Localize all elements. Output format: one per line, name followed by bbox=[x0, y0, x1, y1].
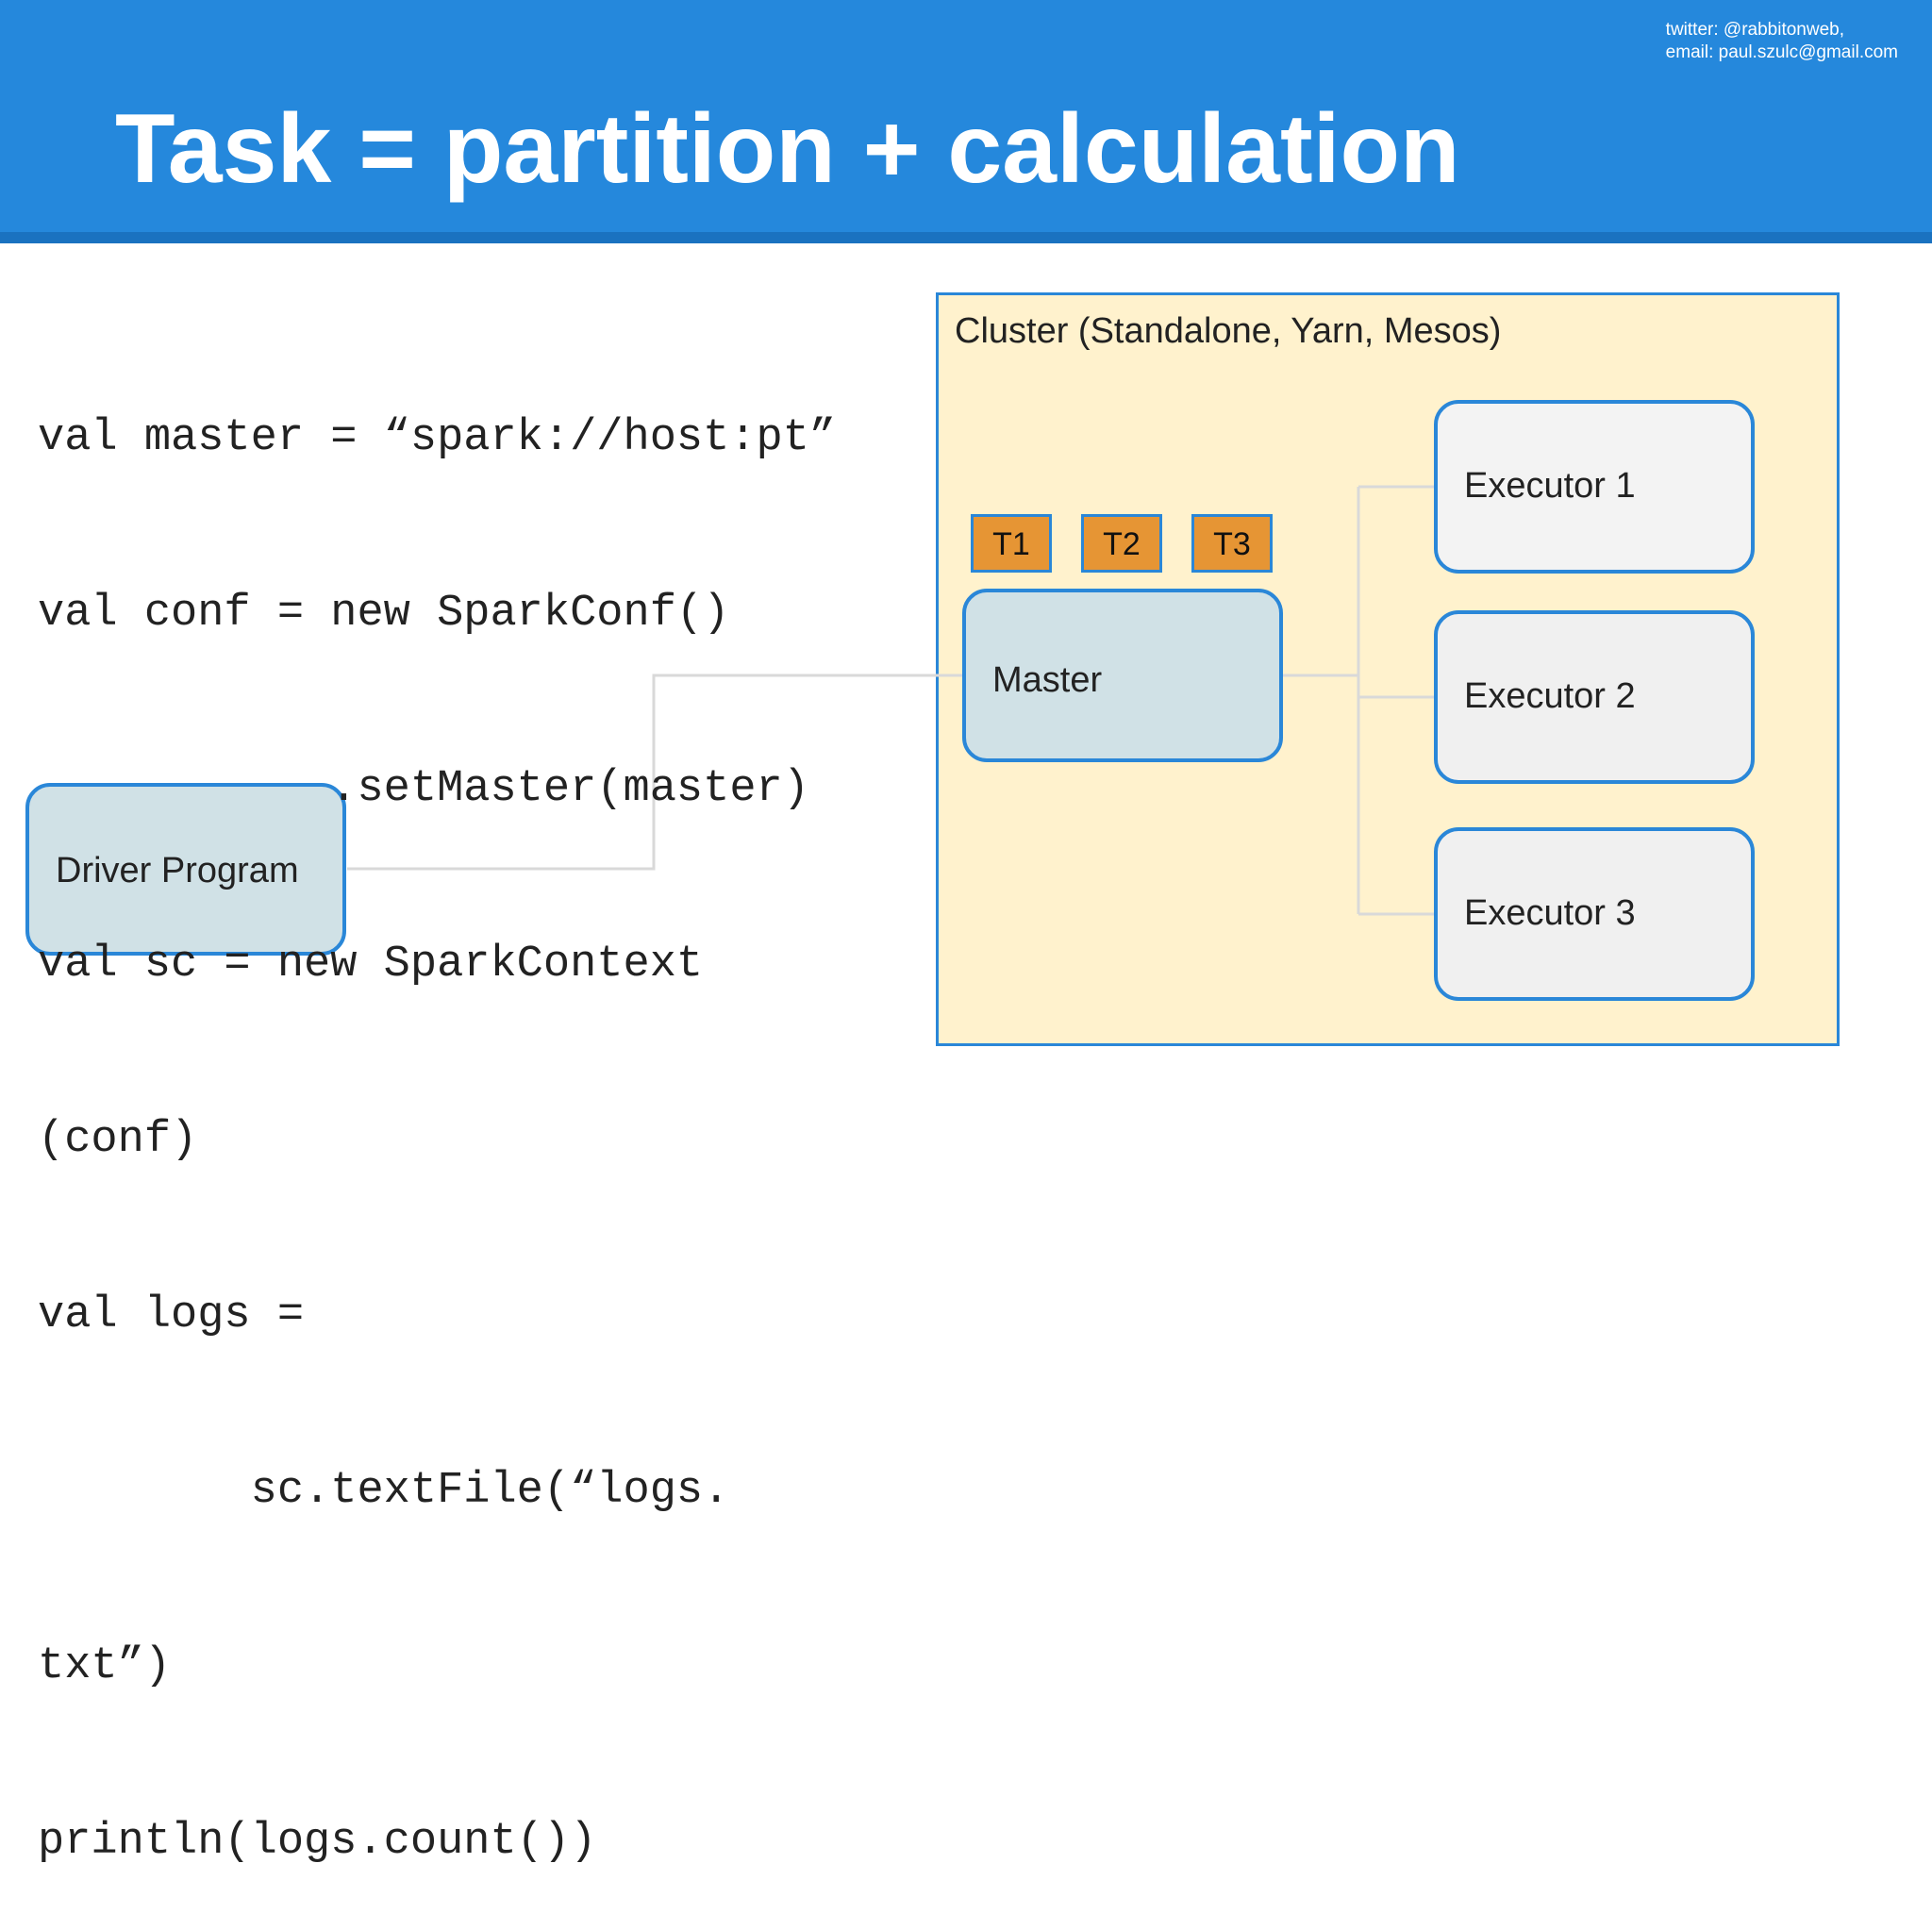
task-t3: T3 bbox=[1191, 514, 1273, 573]
code-line: val logs = bbox=[38, 1290, 305, 1340]
task-label: T2 bbox=[1103, 526, 1141, 562]
header-band bbox=[0, 232, 1932, 243]
task-label: T1 bbox=[992, 526, 1030, 562]
task-t2: T2 bbox=[1081, 514, 1162, 573]
code-line: val conf = new SparkConf() bbox=[38, 589, 730, 639]
executor-node-2: Executor 2 bbox=[1434, 610, 1755, 784]
cluster-label: Cluster (Standalone, Yarn, Mesos) bbox=[955, 311, 1502, 351]
driver-label: Driver Program bbox=[56, 851, 299, 890]
code-snippet: val master = “spark://host:pt” val conf … bbox=[38, 292, 836, 1930]
code-line: val master = “spark://host:pt” bbox=[38, 413, 837, 463]
code-line: (conf) bbox=[38, 1115, 198, 1165]
contact-twitter: twitter: @rabbitonweb, bbox=[1665, 20, 1844, 40]
executor-node-3: Executor 3 bbox=[1434, 827, 1755, 1001]
executor-label: Executor 1 bbox=[1464, 466, 1636, 506]
executor-label: Executor 2 bbox=[1464, 676, 1636, 716]
code-line: val sc = new SparkContext bbox=[38, 940, 704, 990]
executor-label: Executor 3 bbox=[1464, 893, 1636, 933]
slide-header bbox=[0, 0, 1932, 232]
master-node: Master bbox=[962, 589, 1283, 762]
executor-node-1: Executor 1 bbox=[1434, 400, 1755, 574]
task-label: T3 bbox=[1213, 526, 1251, 562]
slide-title: Task = partition + calculation bbox=[115, 94, 1460, 204]
task-t1: T1 bbox=[971, 514, 1052, 573]
code-line: .setMaster(master) bbox=[38, 764, 809, 814]
driver-program-node: Driver Program bbox=[25, 783, 346, 956]
code-line: println(logs.count()) bbox=[38, 1817, 597, 1867]
master-label: Master bbox=[992, 660, 1103, 700]
author-contact: twitter: @rabbitonweb, email: paul.szulc… bbox=[1666, 19, 1898, 64]
contact-email: email: paul.szulc@gmail.com bbox=[1665, 42, 1898, 62]
code-line: sc.textFile(“logs. bbox=[38, 1466, 730, 1516]
code-line: txt”) bbox=[38, 1641, 172, 1691]
